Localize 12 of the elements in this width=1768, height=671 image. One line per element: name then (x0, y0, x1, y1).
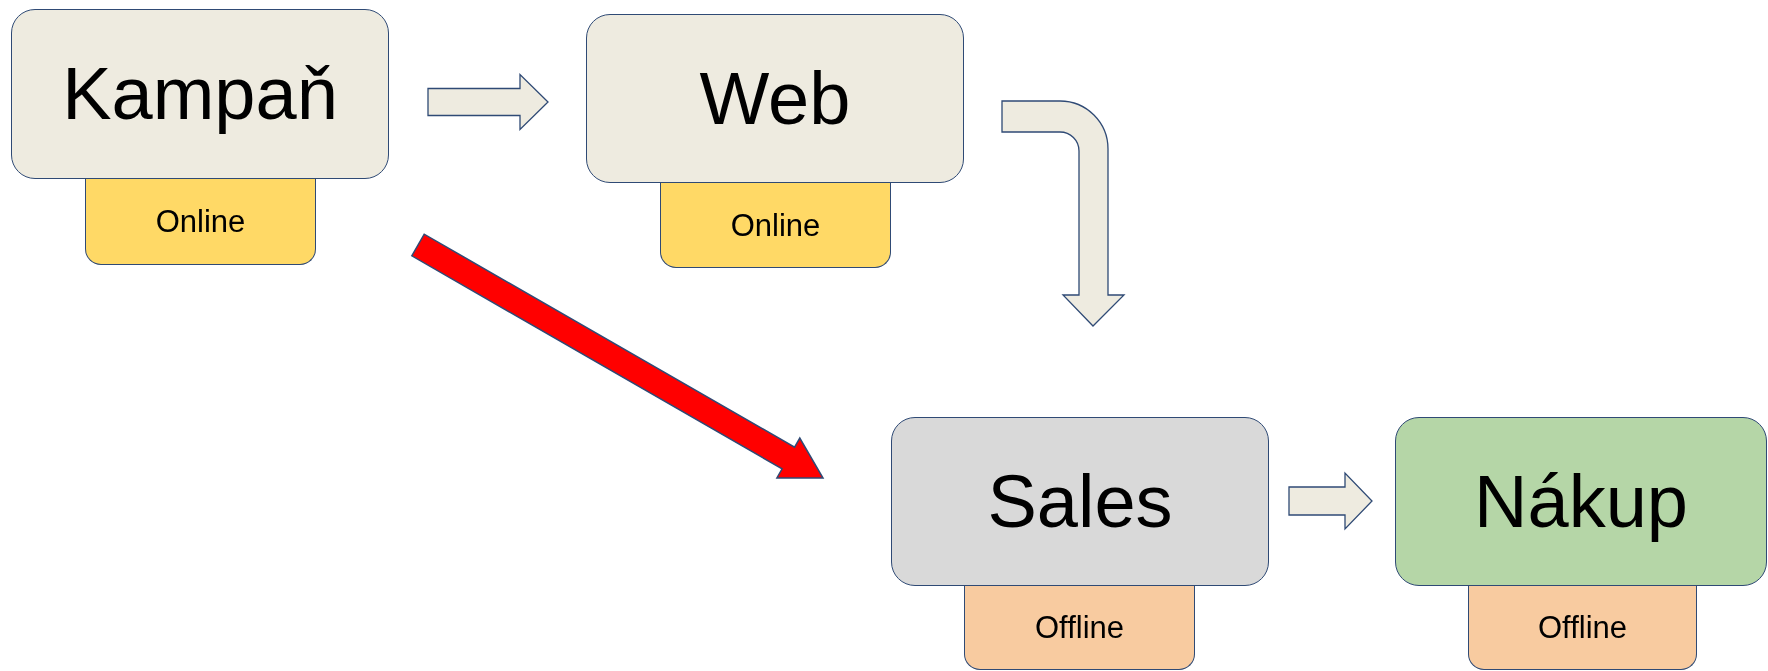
stage-box: Nákup (1395, 417, 1767, 586)
block-arrow (1001, 100, 1125, 327)
stage-box: Sales (891, 417, 1269, 586)
block-arrow (427, 72, 549, 132)
stage-box: Kampaň (11, 9, 389, 179)
channel-tab: Offline (964, 586, 1195, 670)
stage-box: Web (586, 14, 964, 183)
block-arrow (1288, 471, 1373, 531)
block-arrow (410, 233, 825, 479)
channel-tab: Offline (1468, 586, 1697, 670)
channel-tab: Online (85, 179, 316, 265)
channel-tab: Online (660, 183, 891, 268)
